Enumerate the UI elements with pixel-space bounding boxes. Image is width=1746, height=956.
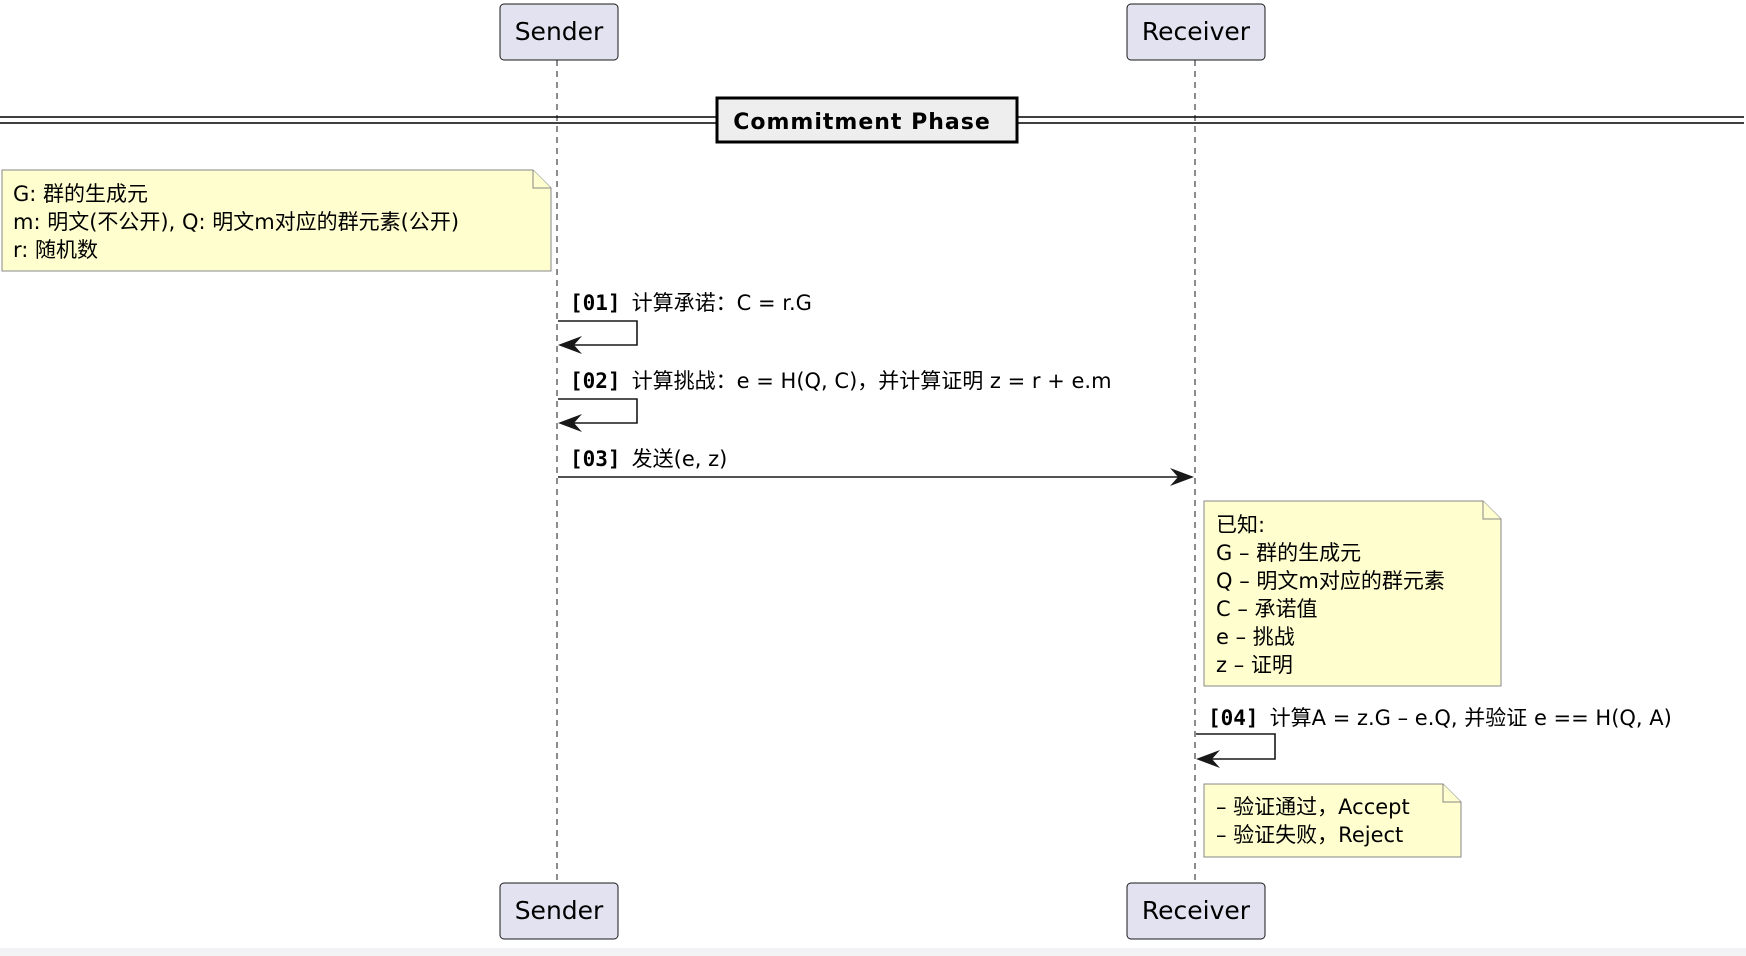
commitment-phase-divider: Commitment Phase — [0, 96, 1744, 144]
message-03-label: 发送(e, z) — [632, 447, 728, 471]
sender-participant-top: Sender — [499, 3, 619, 61]
message-03-text: [03] 发送(e, z) — [570, 447, 727, 471]
result-note-line-1: – 验证通过，Accept — [1216, 795, 1410, 819]
receiver-participant-bottom-label: Receiver — [1142, 896, 1251, 925]
sender-note-line-2: m: 明文(不公开), Q: 明文m对应的群元素(公开) — [13, 210, 459, 234]
sender-participant-label: Sender — [515, 17, 604, 46]
sender-note-line-3: r: 随机数 — [13, 238, 98, 262]
message-02-label: 计算挑战：e = H(Q, C)，并计算证明 z = r + e.m — [632, 369, 1112, 393]
message-01: [01] 计算承诺：C = r.G — [558, 291, 812, 354]
bottom-band — [0, 948, 1746, 956]
sender-participant-bottom: Sender — [499, 882, 619, 940]
message-04: [04] 计算A = z.G – e.Q, 并验证 e == H(Q, A) — [1196, 706, 1672, 768]
message-02-number: [02] — [570, 369, 621, 393]
result-note-line-2: – 验证失败，Reject — [1216, 823, 1403, 847]
message-03: [03] 发送(e, z) — [558, 447, 1194, 486]
message-02-text: [02] 计算挑战：e = H(Q, C)，并计算证明 z = r + e.m — [570, 369, 1112, 393]
receiver-note-line-2: G – 群的生成元 — [1216, 541, 1361, 565]
message-02: [02] 计算挑战：e = H(Q, C)，并计算证明 z = r + e.m — [558, 369, 1112, 432]
message-01-number: [01] — [570, 291, 621, 315]
receiver-note-line-6: z – 证明 — [1216, 653, 1293, 677]
message-02-arrowhead — [558, 414, 582, 432]
message-03-number: [03] — [570, 447, 621, 471]
sender-note: G: 群的生成元 m: 明文(不公开), Q: 明文m对应的群元素(公开) r:… — [1, 169, 552, 272]
receiver-note-line-4: C – 承诺值 — [1216, 597, 1318, 621]
receiver-known-note: 已知: G – 群的生成元 Q – 明文m对应的群元素 C – 承诺值 e – … — [1203, 500, 1502, 687]
message-04-number: [04] — [1208, 706, 1259, 730]
message-01-arrowhead — [558, 336, 582, 354]
result-note: – 验证通过，Accept – 验证失败，Reject — [1203, 783, 1462, 858]
receiver-participant-bottom: Receiver — [1126, 882, 1266, 940]
sender-note-line-1: G: 群的生成元 — [13, 182, 148, 206]
message-01-label: 计算承诺：C = r.G — [632, 291, 812, 315]
receiver-participant-label: Receiver — [1142, 17, 1251, 46]
message-04-label: 计算A = z.G – e.Q, 并验证 e == H(Q, A) — [1270, 706, 1672, 730]
message-04-text: [04] 计算A = z.G – e.Q, 并验证 e == H(Q, A) — [1208, 706, 1672, 730]
message-01-text: [01] 计算承诺：C = r.G — [570, 291, 812, 315]
sender-participant-bottom-label: Sender — [515, 896, 604, 925]
receiver-note-line-5: e – 挑战 — [1216, 625, 1295, 649]
message-03-arrowhead — [1170, 468, 1194, 486]
receiver-note-line-1: 已知: — [1216, 513, 1265, 537]
message-04-arrowhead — [1196, 750, 1220, 768]
receiver-note-line-3: Q – 明文m对应的群元素 — [1216, 569, 1445, 593]
receiver-participant-top: Receiver — [1126, 3, 1266, 61]
divider-label: Commitment Phase — [733, 110, 991, 135]
